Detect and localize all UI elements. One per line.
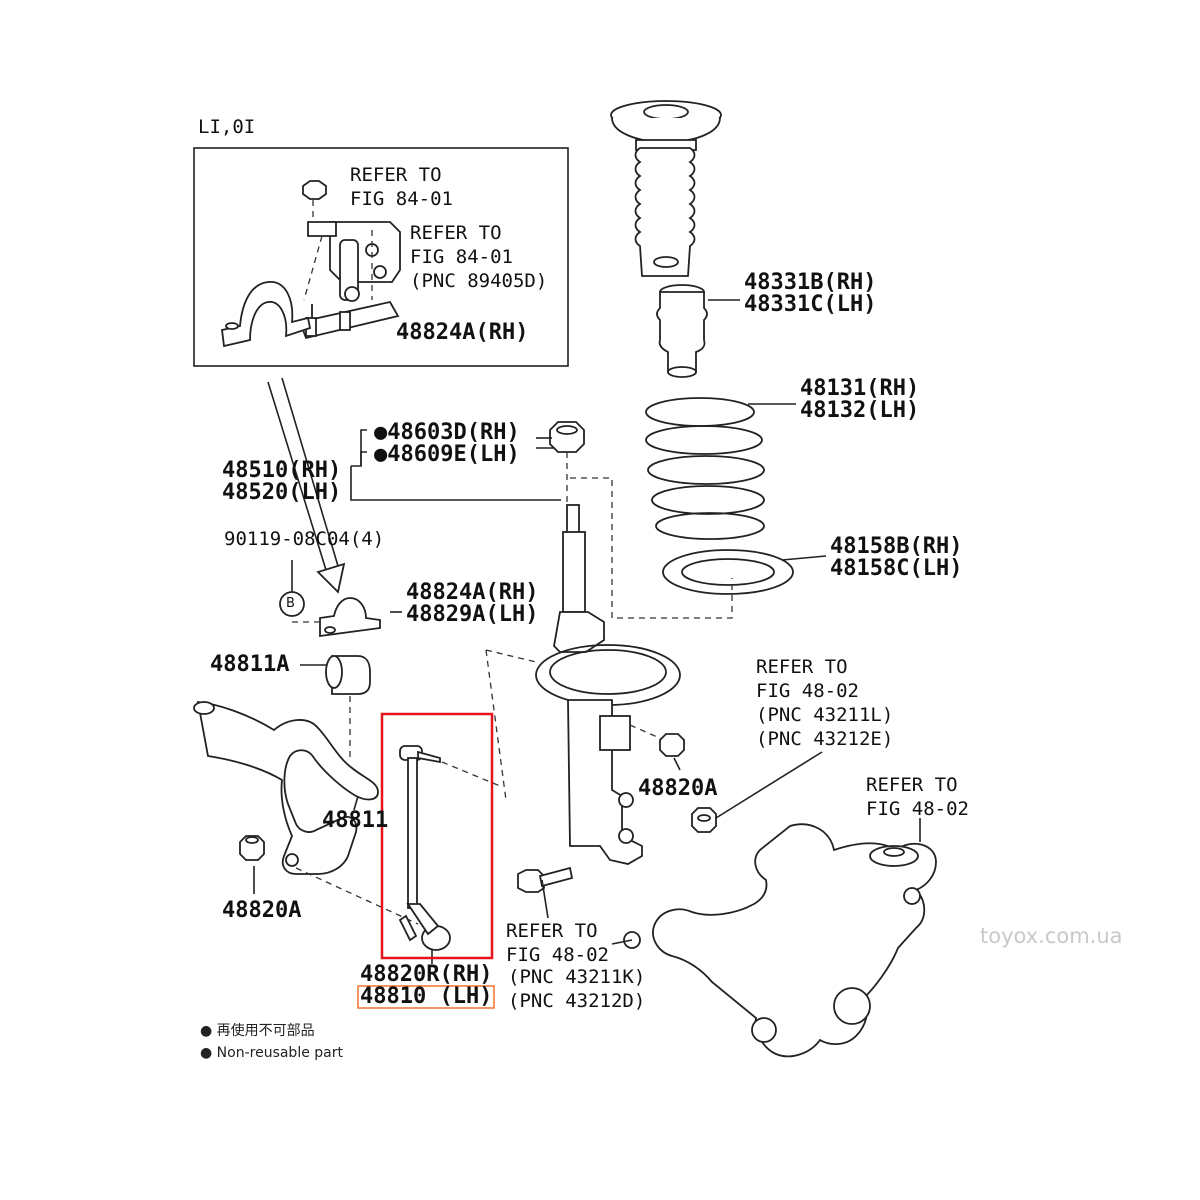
strut-lower-bolt — [517, 866, 574, 893]
strut-dashed-guides — [485, 477, 733, 801]
pnc-lower-line2: (PNC 43212D) — [508, 990, 646, 1012]
label-48820a-right: 48820A — [638, 776, 718, 801]
label-48829a: 48829A(LH) — [406, 602, 539, 627]
label-48824a: 48824A(RH) — [406, 580, 539, 605]
nut-refer-4802 — [691, 807, 717, 833]
label-48331c: 48331C(LH) — [744, 292, 877, 317]
inset-arrow — [267, 377, 346, 594]
legend-non-reusable-en: ● Non-reusable part — [200, 1045, 343, 1061]
label-48810-lh: 48810 (LH) — [360, 984, 493, 1009]
strut-mount-and-boot — [610, 100, 722, 277]
highlight-boxes — [357, 712, 495, 1009]
refer-4802-lower-line2: FIG 48-02 — [506, 944, 609, 966]
coil-spring — [645, 397, 765, 540]
label-48132: 48132(LH) — [800, 398, 920, 423]
inset-frame — [193, 147, 569, 367]
stabilizer-bushing — [325, 655, 371, 760]
refer-4802-upper-line2: FIG 48-02 — [756, 680, 859, 702]
leader-lines — [253, 299, 921, 964]
nut-48820a-right — [659, 733, 685, 757]
refer-4802-upper-line1: REFER TO — [756, 656, 848, 678]
callout-b-letter: B — [286, 596, 295, 611]
label-48609e: ●48609E(LH) — [374, 442, 520, 467]
strut-nut — [549, 421, 585, 505]
label-48131: 48131(RH) — [800, 376, 920, 401]
refer-4802-lower-line1: REFER TO — [506, 920, 598, 942]
refer-4802-right-line2: FIG 48-02 — [866, 798, 969, 820]
label-48811a: 48811A — [210, 652, 290, 677]
refer-4802-upper-line3: (PNC 43211L) — [756, 704, 894, 726]
label-48158c: 48158C(LH) — [830, 556, 963, 581]
label-48820r: 48820R(RH) — [360, 962, 493, 987]
label-90119: 90119-08C04(4) — [224, 528, 385, 550]
refer-4802-right-line1: REFER TO — [866, 774, 958, 796]
label-48158b: 48158B(RH) — [830, 534, 963, 559]
label-48331b: 48331B(RH) — [744, 270, 877, 295]
inset-refer-b-line1: REFER TO — [410, 222, 502, 244]
stabilizer-bracket — [292, 597, 381, 638]
inset-refer-b-line3: (PNC 89405D) — [410, 270, 548, 292]
legend-non-reusable-jp: ● 再使用不可部品 — [200, 1023, 315, 1039]
label-48520: 48520(LH) — [222, 480, 342, 505]
shock-absorber — [535, 504, 681, 865]
callout-b-circle — [279, 591, 305, 617]
inset-title: LI,0I — [198, 116, 256, 138]
nut-48820a-left — [239, 835, 265, 861]
label-48820a-left: 48820A — [222, 898, 302, 923]
inset-refer-b-line2: FIG 84-01 — [410, 246, 513, 268]
inset-part-48824a: 48824A(RH) — [396, 320, 529, 345]
watermark: toyox.com.ua — [980, 924, 1123, 948]
inset-bracket-illustration — [221, 180, 401, 348]
stabilizer-link — [398, 745, 501, 951]
label-48510: 48510(RH) — [222, 458, 342, 483]
label-48603d: ●48603D(RH) — [374, 420, 520, 445]
spring-seat — [662, 549, 794, 595]
bump-stop — [656, 284, 708, 378]
steering-knuckle — [623, 823, 937, 1058]
refer-4802-upper-line4: (PNC 43212E) — [756, 728, 894, 750]
inset-refer-a-line1: REFER TO — [350, 164, 442, 186]
pnc-lower-line1: (PNC 43211K) — [508, 966, 646, 988]
inset-refer-a-line2: FIG 84-01 — [350, 188, 453, 210]
label-48811: 48811 — [322, 808, 389, 833]
stabilizer-bar — [193, 700, 419, 925]
